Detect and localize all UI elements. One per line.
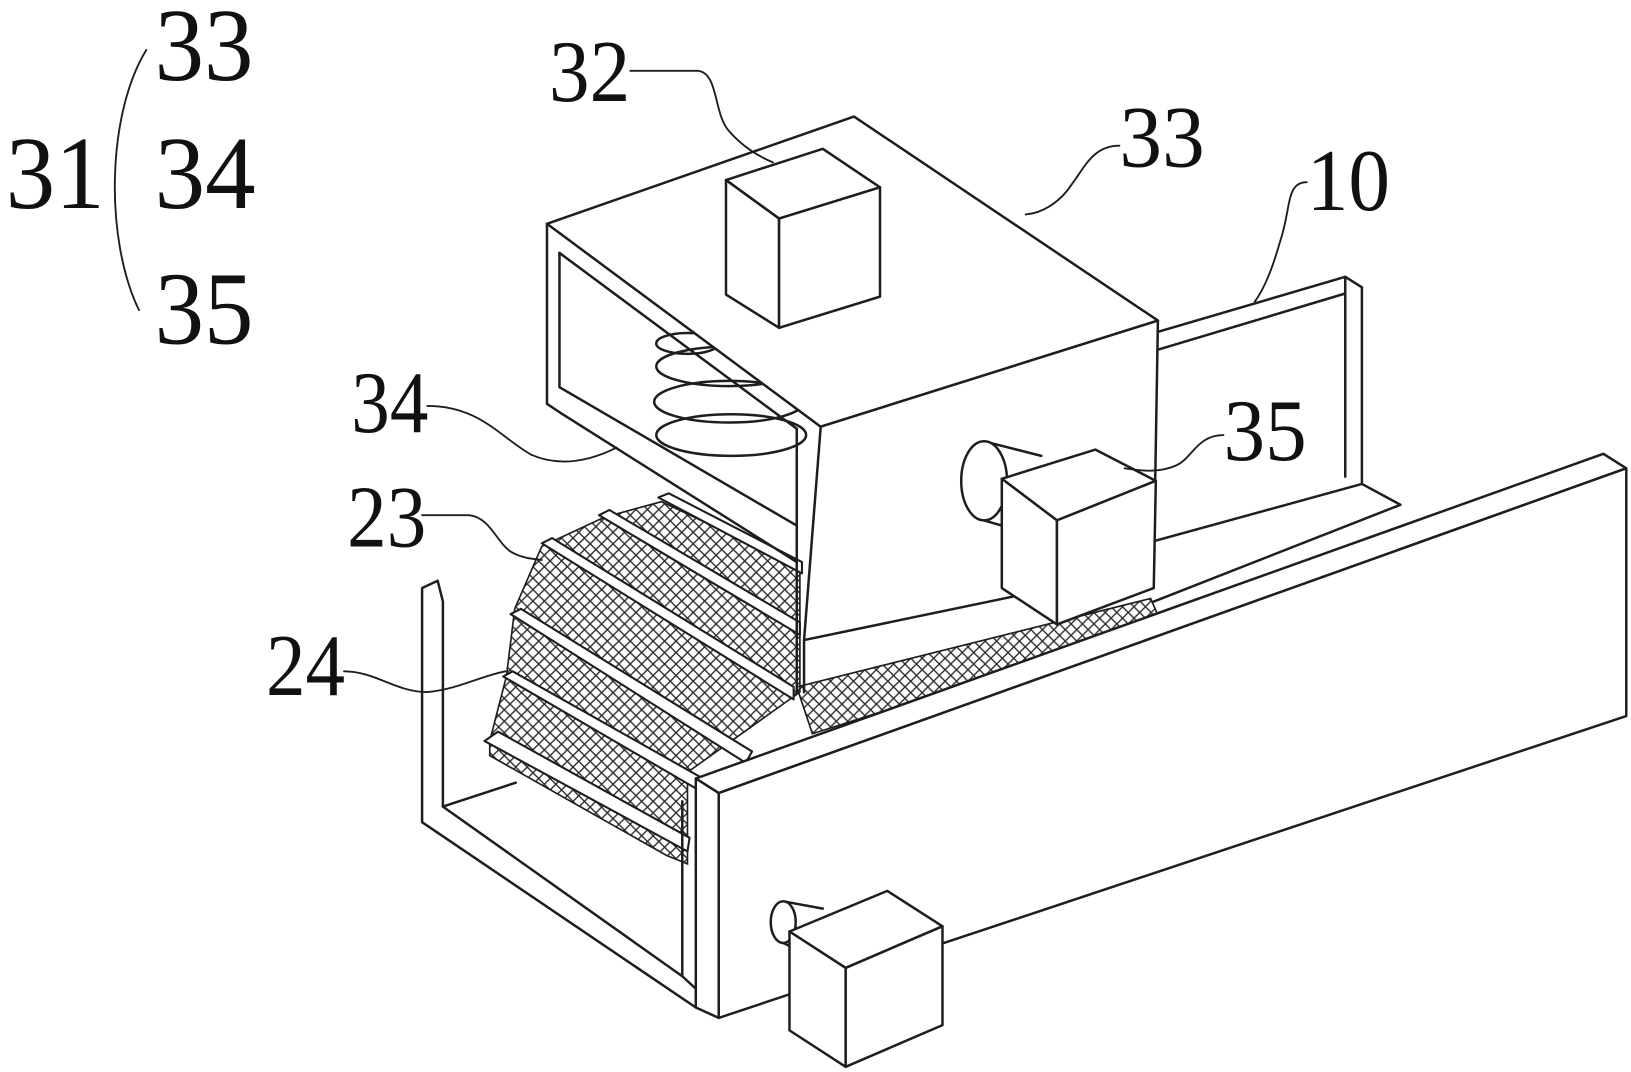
housing-cavity bbox=[546, 223, 821, 568]
screen-bar-4 bbox=[509, 607, 754, 764]
front-wall bbox=[694, 452, 1628, 1020]
leader-34 bbox=[426, 404, 618, 463]
screen-bar-6 bbox=[483, 730, 691, 853]
label-32: 32 bbox=[549, 23, 630, 120]
label-33: 33 bbox=[1119, 89, 1204, 186]
leader-10 bbox=[1253, 181, 1308, 303]
label-34: 34 bbox=[351, 354, 428, 451]
spring-coil-3 bbox=[655, 412, 808, 458]
side-motor bbox=[959, 440, 1158, 626]
screen-bar-2 bbox=[597, 508, 801, 636]
legend-item-33: 33 bbox=[155, 0, 254, 103]
housing-top-underside bbox=[558, 251, 799, 431]
trough-end-frame bbox=[420, 579, 698, 1009]
screen-bar-3 bbox=[540, 537, 795, 701]
legend-group-31: 31 bbox=[6, 115, 105, 231]
leader-32 bbox=[629, 69, 774, 164]
bottom-motor-right-face bbox=[844, 925, 944, 1069]
label-24: 24 bbox=[266, 617, 345, 714]
housing-end-outer-edge bbox=[545, 222, 799, 564]
trough-floor-front-edge bbox=[441, 781, 518, 808]
leader-lines bbox=[113, 49, 1308, 694]
leader-23 bbox=[421, 514, 543, 561]
legend-item-34: 34 bbox=[155, 115, 256, 231]
top-box-right-face bbox=[777, 186, 882, 330]
label-10: 10 bbox=[1307, 132, 1390, 229]
legend-bracket bbox=[113, 49, 148, 312]
screen-bar-1 bbox=[657, 492, 804, 575]
housing-end-inner-edge bbox=[558, 251, 799, 527]
back-wall bbox=[1152, 275, 1402, 603]
screen-assembly bbox=[483, 492, 804, 866]
side-motor-right-face bbox=[1055, 479, 1158, 626]
trough-floor-back-edge bbox=[1152, 482, 1402, 603]
leader-24 bbox=[343, 670, 507, 694]
label-35: 35 bbox=[1223, 382, 1306, 479]
reference-labels: 32 33 10 35 34 23 24 bbox=[266, 23, 1390, 714]
leader-35 bbox=[1123, 434, 1225, 472]
legend-item-35: 35 bbox=[155, 250, 254, 366]
bottom-motor bbox=[769, 889, 944, 1069]
leader-33 bbox=[1024, 144, 1121, 216]
label-23: 23 bbox=[347, 468, 426, 565]
legend: 33 31 34 35 bbox=[6, 0, 256, 366]
back-wall-top-edge bbox=[1156, 292, 1347, 351]
top-box bbox=[724, 147, 882, 330]
side-motor-shaft bbox=[959, 440, 1009, 522]
front-wall-end-face bbox=[694, 777, 720, 1020]
